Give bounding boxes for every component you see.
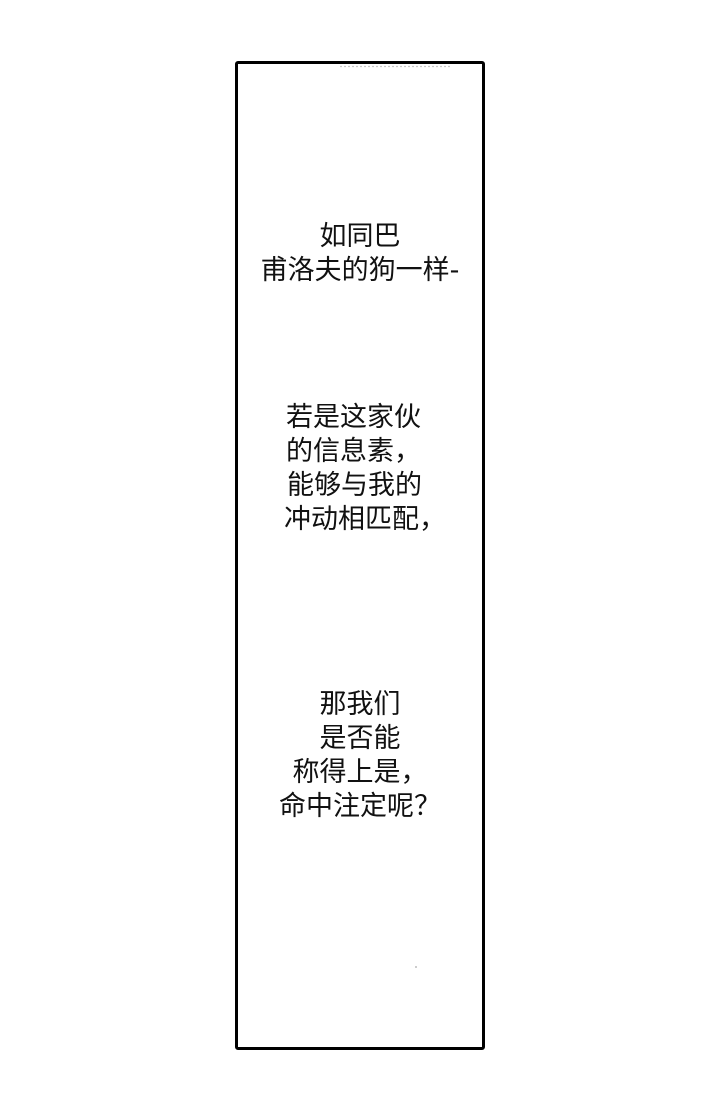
comic-panel: 如同巴 甫洛夫的狗一样- 若是这家伙 的信息素， 能够与我的 冲动相匹配， 那我…: [235, 61, 485, 1050]
panel-top-dotted-edge: [339, 65, 451, 68]
caption-pavlov: 如同巴 甫洛夫的狗一样-: [238, 220, 482, 288]
caption-line: 那我们: [319, 689, 401, 720]
caption-line: 如同巴: [319, 221, 401, 252]
caption-pheromone: 若是这家伙 的信息素， 能够与我的 冲动相匹配，: [284, 401, 446, 537]
caption-line: 冲动相匹配，: [284, 504, 446, 535]
caption-line: 的信息素，: [286, 436, 421, 467]
caption-line: 是否能: [319, 723, 401, 754]
caption-line: 若是这家伙: [286, 402, 421, 433]
caption-destiny: 那我们 是否能 称得上是， 命中注定呢？: [238, 688, 482, 824]
ink-speck: [415, 966, 417, 968]
caption-line: 能够与我的: [287, 470, 422, 501]
caption-line: 命中注定呢？: [279, 791, 441, 822]
caption-line: 称得上是，: [292, 757, 428, 788]
caption-line: 甫洛夫的狗一样-: [260, 255, 460, 286]
